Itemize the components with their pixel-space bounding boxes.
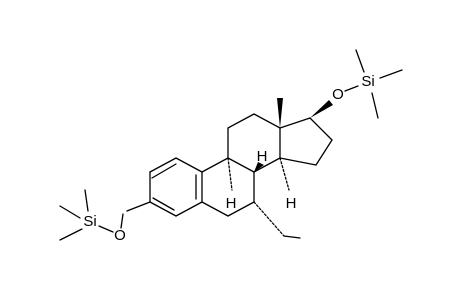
bond-b5 (201, 201, 229, 217)
h-c8-label: H (257, 148, 268, 165)
bond-o-link (120, 213, 124, 229)
c7-methyl-bond (283, 235, 301, 239)
bond-a5 (149, 201, 177, 217)
bond-si-me-right-2 (379, 69, 403, 79)
ring-d (279, 117, 333, 166)
ring-c (227, 113, 281, 173)
ring-b (201, 157, 255, 217)
bond-o-si-right (344, 85, 359, 92)
left-otms-group: O Si (59, 189, 151, 244)
h-c14-label: H (286, 195, 297, 212)
bond-si-me-right-1 (355, 49, 365, 73)
h-c9-hashed-bond (227, 157, 233, 191)
c17-oxygen-wedge (310, 100, 333, 118)
bond-si-me-right-3 (371, 92, 379, 119)
bond-d1 (279, 117, 311, 129)
bond-c5 (253, 157, 281, 173)
h-c8-wedge (254, 162, 264, 172)
bond-d3 (315, 139, 333, 166)
left-silicon-label: Si (83, 213, 96, 230)
bond-a4 (175, 201, 203, 217)
bond-a5-double (152, 197, 175, 211)
bond-b2 (227, 157, 255, 173)
bond-o-si-left (98, 225, 114, 233)
bond-c2 (227, 113, 255, 129)
ring-a (149, 157, 203, 217)
bond-a2 (175, 157, 203, 173)
bond-a1 (149, 157, 177, 173)
c7-methyl-hashed (253, 201, 285, 237)
bond-b4 (227, 201, 255, 217)
bond-si-me-left-2 (84, 189, 89, 212)
bond-c3 (253, 113, 281, 129)
left-oxygen-label: O (114, 227, 126, 244)
right-oxygen-label: O (332, 86, 344, 103)
right-otms-group: O Si (332, 49, 403, 119)
bond-d2 (309, 117, 333, 141)
bond-si-me-left-3 (59, 228, 83, 241)
h-c9-label: H (226, 195, 237, 212)
bond-c3-oxygen (126, 201, 151, 212)
right-silicon-label: Si (361, 73, 374, 90)
bond-a1-double (151, 163, 177, 179)
bond-si-me-left-1 (59, 205, 81, 219)
bond-b1 (201, 157, 229, 173)
c13-methyl-wedge (277, 98, 283, 128)
bond-d4 (279, 157, 317, 166)
h-c14-hashed-bond (279, 157, 290, 191)
